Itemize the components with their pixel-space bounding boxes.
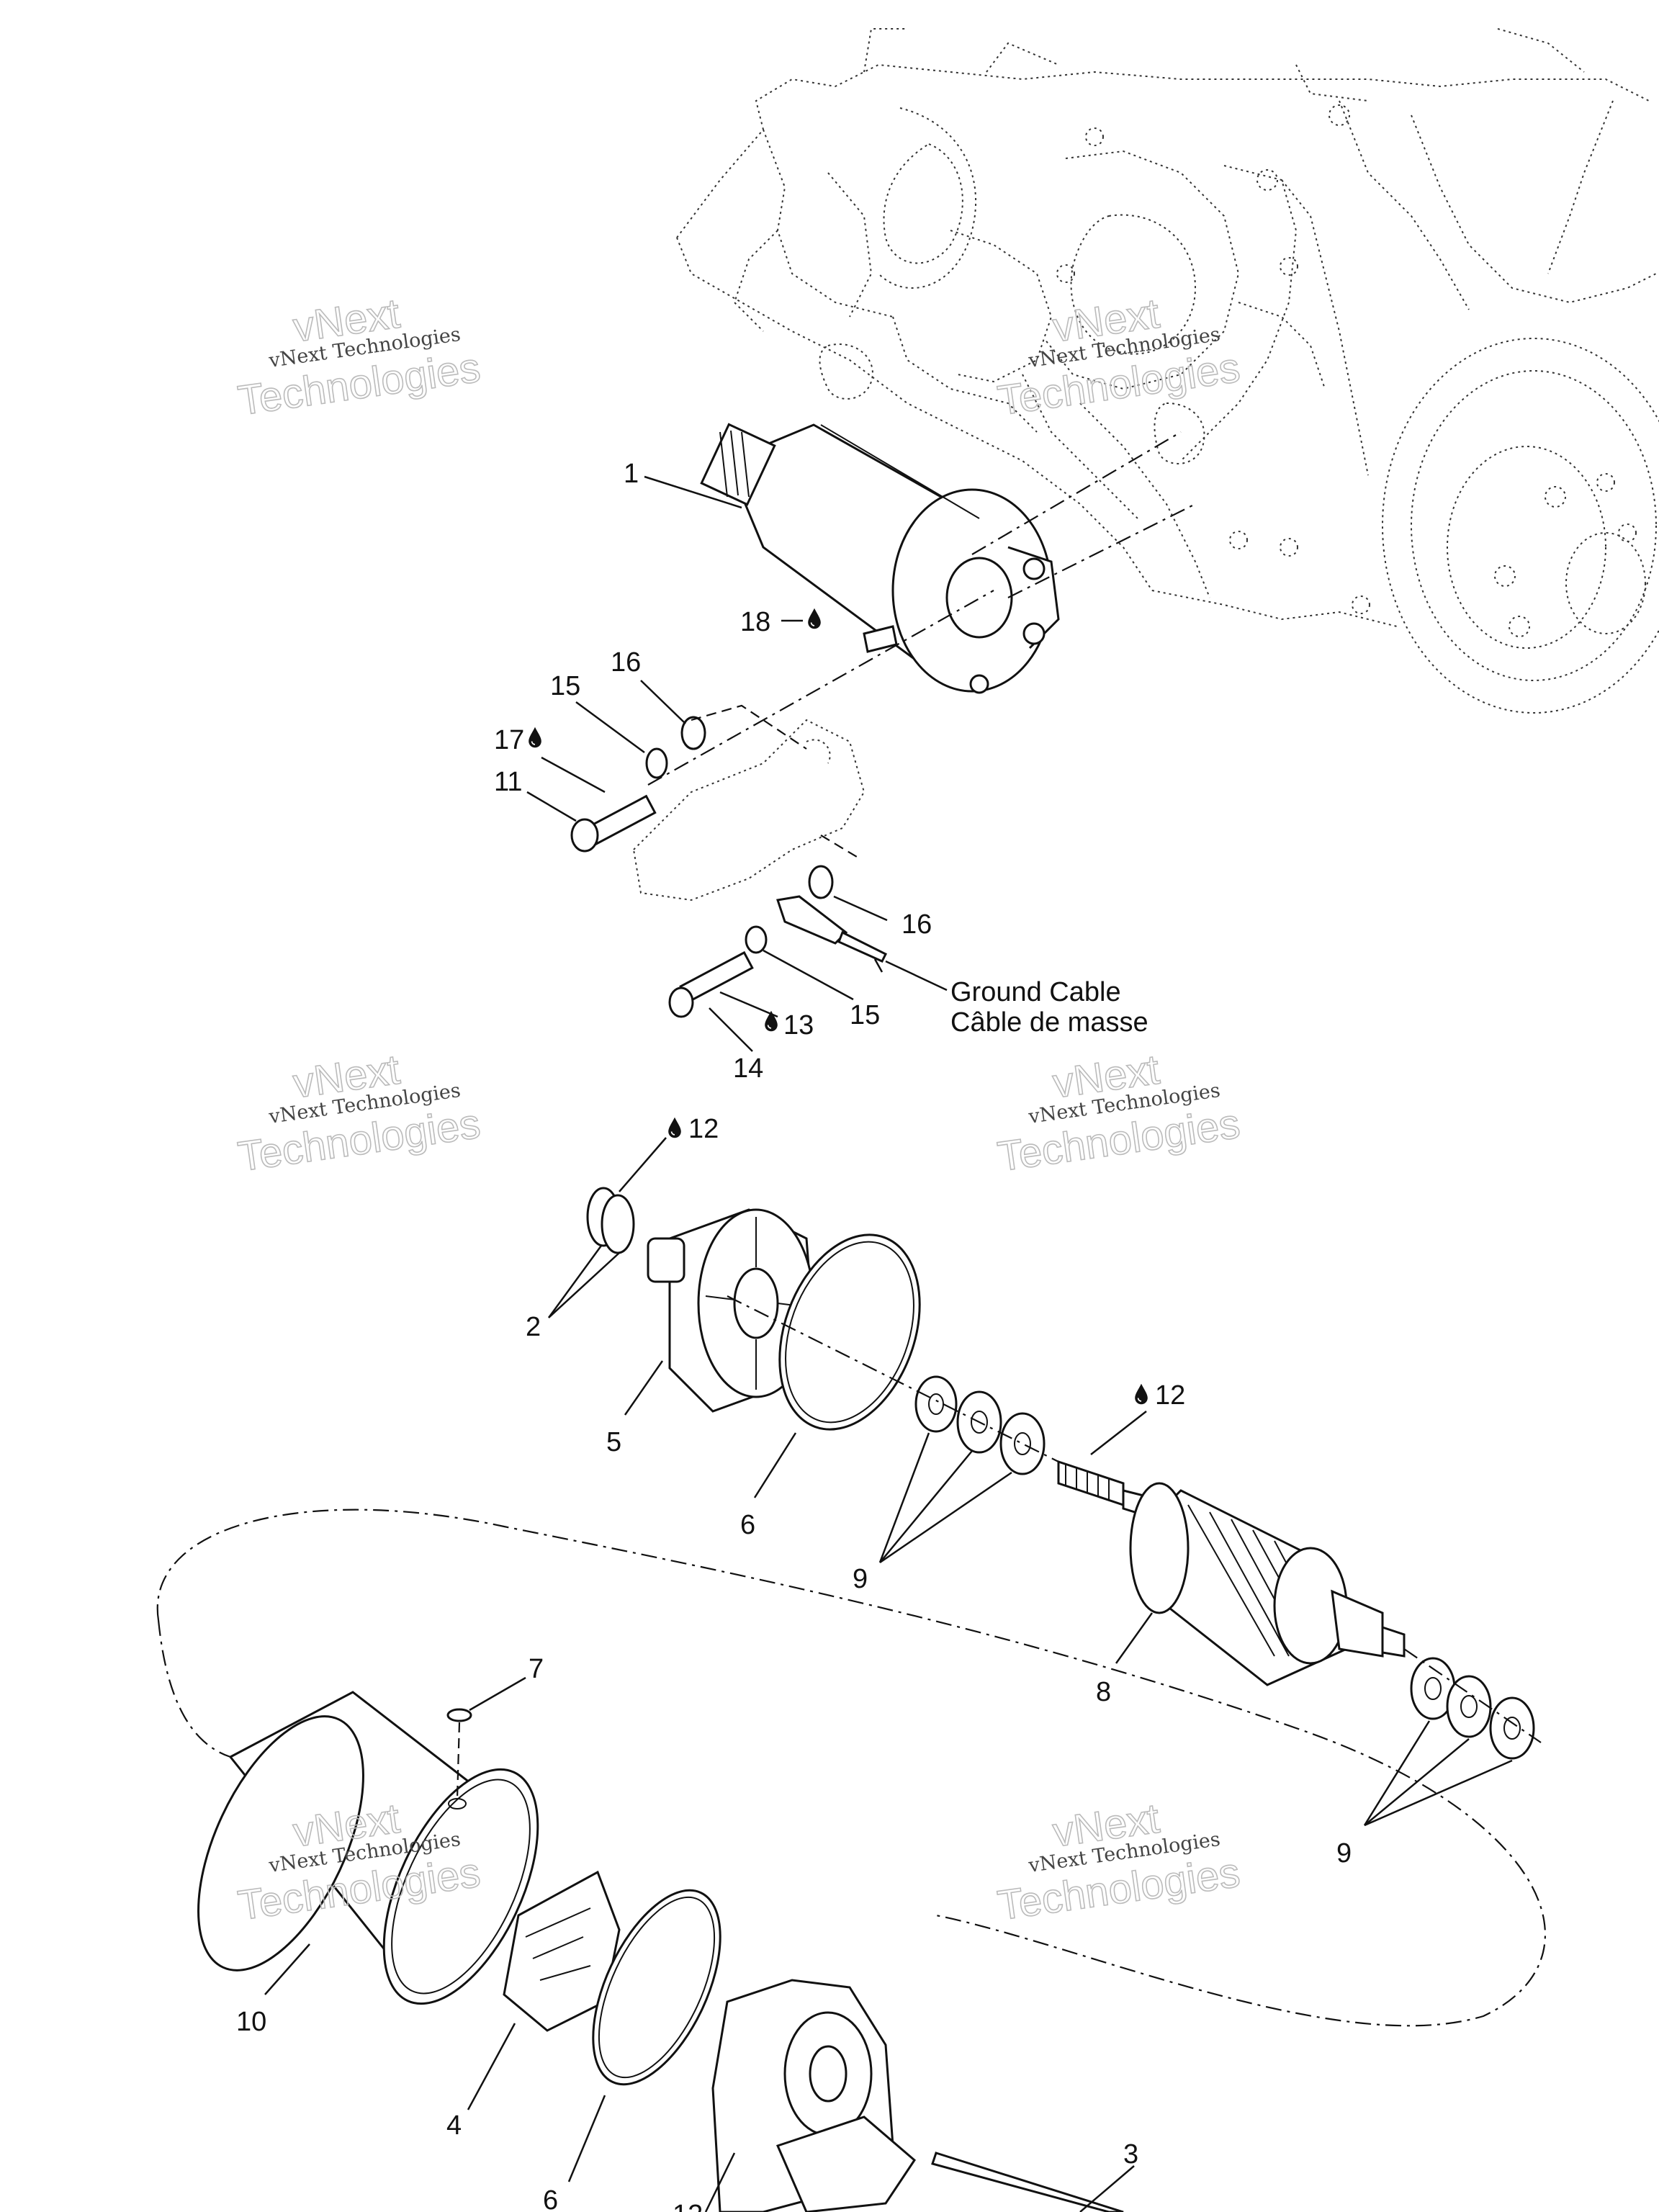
callout-18: 18 <box>740 607 770 637</box>
callout-4: 4 <box>446 2110 462 2141</box>
callout-12: 12 <box>688 1114 719 1144</box>
callout-7: 7 <box>529 1654 544 1684</box>
callout-15: 15 <box>550 671 580 701</box>
callout-12b: 12 <box>1155 1380 1185 1411</box>
starter-motor-assembly <box>700 423 1060 694</box>
callout-8: 8 <box>1096 1677 1111 1707</box>
yoke-group <box>197 1691 1124 2212</box>
mounting-bracket <box>632 719 866 902</box>
callout-12c: 12 <box>673 2200 703 2212</box>
callout-11: 11 <box>494 767 522 797</box>
callout-13: 13 <box>783 1010 814 1040</box>
callout-17: 17 <box>494 725 524 755</box>
callout-9: 9 <box>853 1564 868 1594</box>
watermark: vNext vNext Technologies Technologies <box>235 1794 484 1930</box>
assembly-loop-tail <box>157 1619 231 1758</box>
callout-3: 3 <box>1123 2139 1138 2170</box>
oil-drop-icon <box>1134 1382 1148 1406</box>
callout-15b: 15 <box>850 1000 880 1030</box>
callout-6: 6 <box>740 1510 755 1540</box>
axis-line-engine-2 <box>1007 503 1196 598</box>
armature <box>1057 1460 1406 1686</box>
ground-cable-label-en: Ground Cable <box>950 977 1121 1007</box>
watermark: vNext vNext Technologies Technologies <box>235 289 484 425</box>
callout-numbers: 1 18 16 15 17 11 16 15 13 14 12 2 5 6 9 … <box>236 459 1352 2212</box>
axis-line-upper <box>647 590 994 786</box>
callout-6b: 6 <box>543 2185 558 2212</box>
axis-line-armature <box>1403 1648 1542 1743</box>
ground-cable-label: Ground Cable Câble de masse <box>950 977 1148 1038</box>
leader-lines <box>264 475 1513 2212</box>
watermark: vNext vNext Technologies Technologies <box>994 1046 1244 1181</box>
engine-block-outline <box>676 28 1659 714</box>
hardware-parts <box>570 716 888 1018</box>
ground-cable-label-fr: Câble de masse <box>950 1007 1148 1038</box>
callout-5: 5 <box>606 1427 621 1457</box>
watermark: vNext vNext Technologies Technologies <box>994 1794 1244 1930</box>
front-housing-group <box>586 1187 1046 1475</box>
callout-16: 16 <box>611 647 641 678</box>
callout-14: 14 <box>733 1053 763 1084</box>
assembly-loop-line <box>156 1509 1546 2027</box>
callout-9b: 9 <box>1336 1838 1352 1869</box>
oil-drop-icon <box>807 607 822 630</box>
callout-16b: 16 <box>902 909 932 940</box>
callout-1: 1 <box>624 459 639 489</box>
watermarks: vNext vNext Technologies Technologies vN… <box>235 289 1244 1930</box>
oil-drop-icon <box>528 726 542 749</box>
watermark: vNext vNext Technologies Technologies <box>235 1046 484 1181</box>
oil-drop-icon <box>764 1010 778 1033</box>
link-line-lower <box>820 835 858 858</box>
watermark: vNext vNext Technologies Technologies <box>994 289 1244 425</box>
axis-line-middle <box>727 1295 1059 1462</box>
axis-line-engine <box>971 431 1182 555</box>
callout-2: 2 <box>526 1312 541 1342</box>
oil-drop-icon <box>667 1116 682 1139</box>
callout-10: 10 <box>236 2007 266 2037</box>
thrust-washers-lower <box>1410 1657 1535 1760</box>
link-line-upper <box>691 704 807 750</box>
